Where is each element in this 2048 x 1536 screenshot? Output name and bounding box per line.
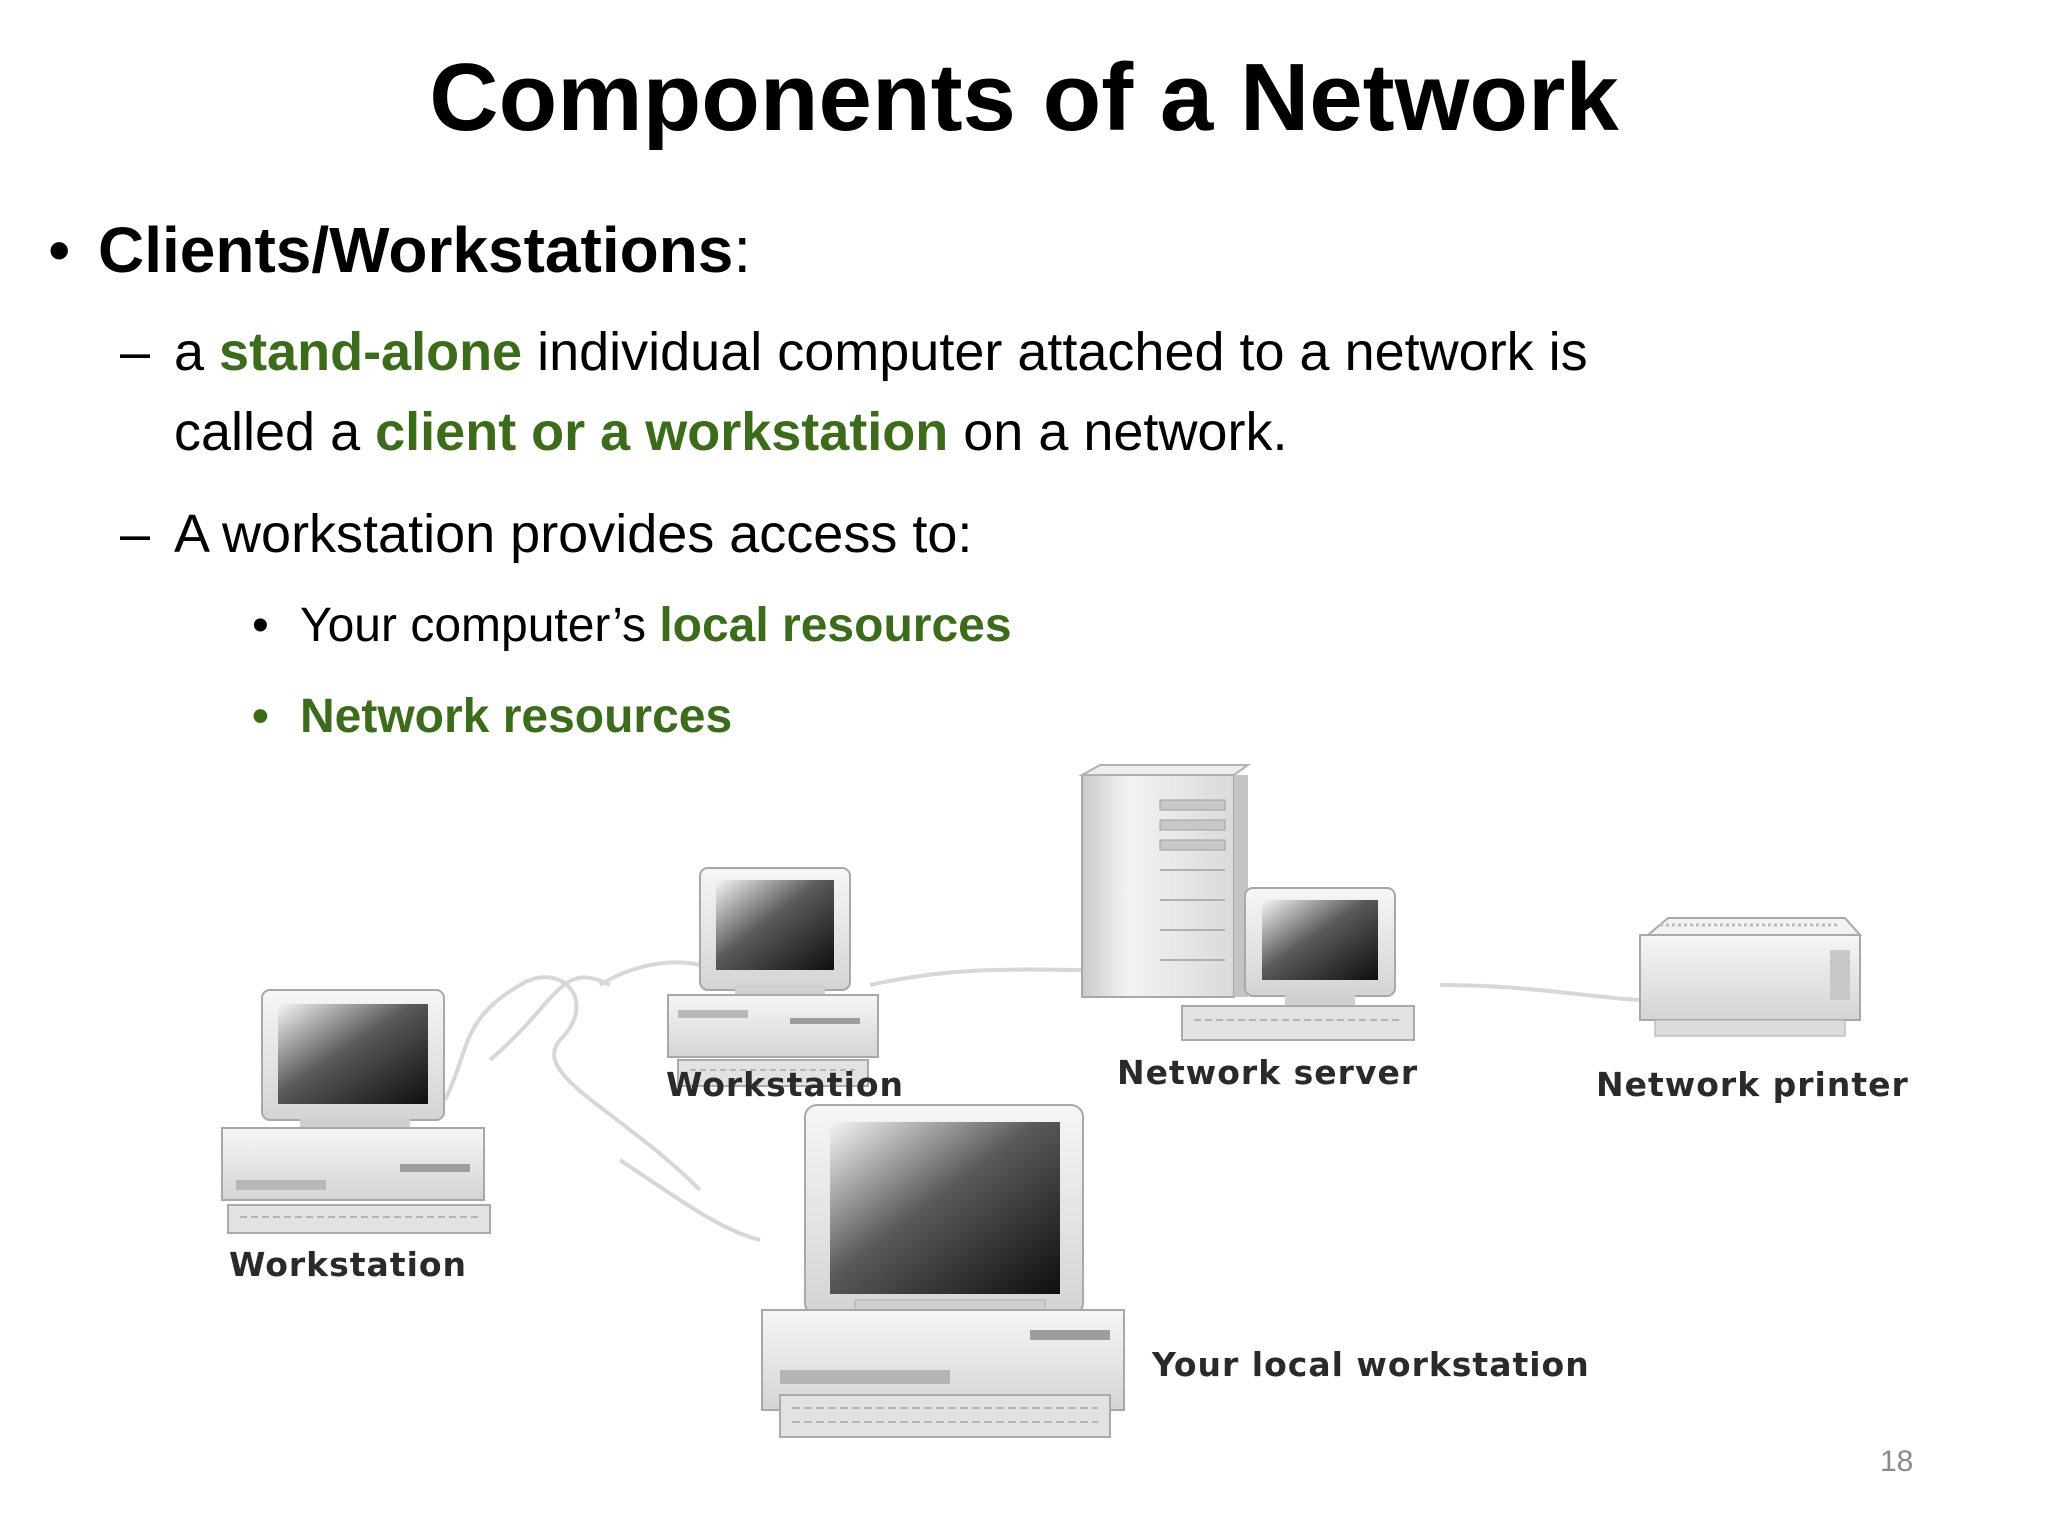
item-network-resources: • Network resources [252,685,732,749]
bullet-term: Clients/Workstations [98,214,734,286]
label-network-server: Network server [1117,1053,1418,1092]
network-cables [443,960,1651,1242]
local-workstation-illustration [761,1104,1125,1438]
term-stand-alone: stand-alone [219,322,523,382]
bullet-suffix: : [733,214,752,286]
definition-text: a [174,322,220,382]
label-workstation-left: Workstation [229,1245,467,1284]
definition-continuation: called a client or a workstation on a ne… [120,392,1588,472]
definition-text: on a network. [948,402,1288,462]
network-server-illustration [1078,764,1415,1041]
label-network-printer: Network printer [1596,1065,1909,1104]
workstation-left-illustration [221,989,491,1234]
item-marker: • [252,690,269,743]
sub-bullet-definition: –a stand-alone individual computer attac… [120,312,1588,472]
dash-marker: – [120,504,151,564]
page-number: 18 [1880,1445,1914,1478]
label-workstation-top: Workstation [666,1065,904,1104]
term-client-or-workstation: client or a workstation [375,402,949,462]
label-your-local-workstation: Your local workstation [1151,1345,1590,1384]
item-green-text: Network resources [300,690,733,743]
network-printer-illustration [1639,917,1863,1037]
definition-text: called a [174,402,376,462]
sub-bullet-access: –A workstation provides access to: [120,494,972,574]
item-local-resources: • Your computer’s local resources [252,594,1012,658]
item-plain-text: Your computer’s [300,599,660,652]
dash-marker: – [120,322,151,382]
item-green-text: local resources [659,599,1012,652]
slide-title: Components of a Network [429,44,1619,151]
item-marker: • [252,599,269,652]
bullet-marker: • [48,214,71,286]
bullet-clients-workstations: • Clients/Workstations: [48,210,751,290]
access-text: A workstation provides access to: [174,504,973,564]
workstation-top-illustration [667,867,879,1087]
definition-text: individual computer attached to a networ… [522,322,1588,382]
